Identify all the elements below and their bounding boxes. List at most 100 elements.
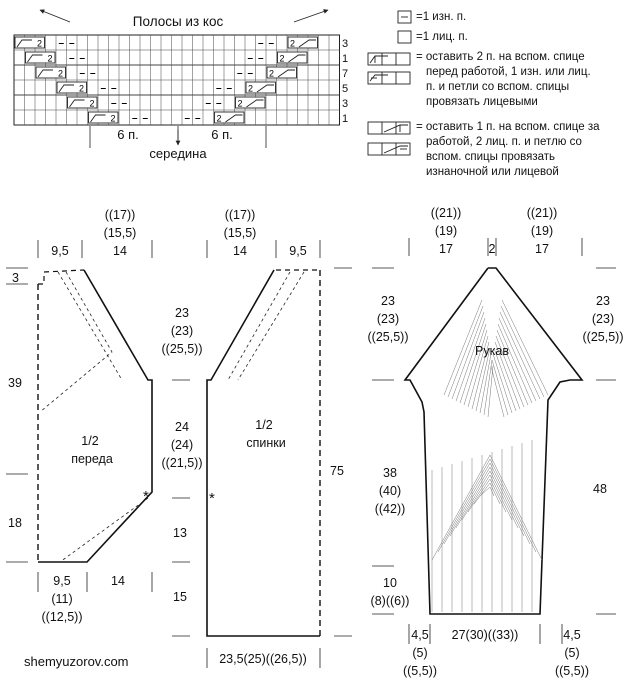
- chart-purl-symbol: –: [195, 113, 201, 124]
- back-right-75: 75: [330, 464, 344, 478]
- chart-purl-symbol: –: [248, 53, 254, 64]
- chart-cable-symbol: [235, 96, 266, 109]
- chart-purl-symbol: –: [101, 83, 107, 94]
- chart-cable-symbol: [287, 36, 318, 49]
- chart-cable-symbol: [56, 81, 87, 94]
- chart-cable-stroke: [16, 39, 32, 48]
- chart-cable-number: 2: [248, 84, 253, 94]
- legend-cable-front-2: перед работой, 1 изн. или лиц.: [426, 66, 591, 78]
- chart-cable-number: 2: [90, 99, 95, 109]
- chart-purl-symbol: –: [185, 113, 191, 124]
- front-bottom-m: 9,5: [53, 574, 71, 588]
- center-top-xl: ((25,5)): [161, 342, 203, 356]
- sleeve-top-left-xl: ((21)): [430, 206, 462, 220]
- chart-cable-symbol: [277, 51, 308, 64]
- sleeve-bottom-right-l: (5): [564, 646, 580, 660]
- center-bottom: 15: [173, 590, 187, 604]
- sleeve-left-low-m: 10: [383, 576, 397, 590]
- chart-purl-symbol: –: [269, 38, 275, 49]
- legend-cable-front-3: п. и петли со вспом. спицы: [426, 81, 570, 93]
- sleeve-top-left-m: 17: [439, 242, 453, 256]
- chart-cable-stroke: [37, 69, 53, 78]
- center-mid-m: 24: [175, 420, 189, 434]
- sleeve-bottom-right-m: 4,5: [563, 628, 581, 642]
- sleeve-left-low-rest: (8)((6)): [370, 594, 410, 608]
- back-width-l: (15,5): [223, 226, 257, 240]
- chart-purl-symbol: –: [258, 38, 264, 49]
- sleeve-top-right-l: (19): [530, 224, 554, 238]
- row-number: 3: [342, 98, 349, 110]
- chart-cable-symbol: [245, 81, 276, 94]
- chart-cable-symbol: [266, 66, 297, 79]
- front-top-left: 9,5: [51, 244, 69, 258]
- chart-purl-symbol: –: [216, 98, 222, 109]
- chart-purl-symbol: –: [227, 83, 233, 94]
- chart-cable-stroke: [90, 114, 106, 123]
- chart-arrow-right: [293, 9, 329, 23]
- back-mark: *: [209, 490, 215, 507]
- row-number: 3: [342, 38, 349, 50]
- sleeve-right-cap-xl: ((25,5)): [582, 330, 624, 344]
- chart-cable-number: 2: [238, 99, 243, 109]
- legend-symbols: [367, 10, 412, 156]
- center-mid-l: (24): [170, 438, 194, 452]
- chart-title: Полосы из кос: [132, 14, 224, 29]
- front-inner-lines: [39, 271, 149, 563]
- chart-purl-symbol: –: [237, 68, 243, 79]
- chart-cable-stroke: [288, 54, 306, 63]
- chart-cable-stroke: [277, 69, 295, 78]
- front-mark: *: [143, 488, 149, 505]
- chart-cable-stroke: [225, 114, 243, 123]
- chart-cable-symbol: [67, 96, 98, 109]
- stitch-chart: [13, 34, 340, 126]
- front-left-39: 39: [8, 376, 22, 390]
- chart-cable-stroke: [69, 99, 85, 108]
- back-top-right: 9,5: [289, 244, 307, 258]
- front-width-l: (15,5): [103, 226, 137, 240]
- chart-purl-symbol: –: [132, 113, 138, 124]
- front-outline: [37, 269, 153, 563]
- back-width-xl: ((17)): [224, 208, 256, 222]
- chart-cable-number: 2: [48, 54, 53, 64]
- sleeve-hatch: [431, 299, 549, 612]
- chart-center-label: середина: [149, 146, 207, 161]
- chart-purl-symbol: –: [59, 38, 65, 49]
- chart-cable-stroke: [246, 99, 264, 108]
- sleeve-top-right-m: 17: [535, 242, 549, 256]
- sleeve-top-right-xl: ((21)): [526, 206, 558, 220]
- sleeve-top-left-l: (19): [434, 224, 458, 238]
- center-top-m: 23: [175, 306, 189, 320]
- chart-cable-symbol: [14, 36, 45, 49]
- sleeve-left-cap-l: (23): [376, 312, 400, 326]
- sleeve-title: Рукав: [475, 344, 509, 358]
- legend-purl: =1 изн. п.: [416, 11, 467, 23]
- chart-purl-symbol: –: [248, 68, 254, 79]
- legend-cable-back-4: изнаночной или лицевой: [426, 166, 559, 178]
- site-footer: shemyuzorov.com: [24, 654, 129, 669]
- chart-cable-symbol: [88, 111, 119, 124]
- chart-purl-symbol: –: [258, 53, 264, 64]
- sleeve-left-mid-l: (40): [378, 484, 402, 498]
- chart-purl-symbol: –: [143, 113, 149, 124]
- sleeve-bottom-center: 27(30)((33)): [451, 628, 519, 642]
- front-title-2: переда: [71, 452, 113, 466]
- row-number: 1: [342, 53, 349, 65]
- legend-knit: =1 лиц. п.: [416, 31, 468, 43]
- sleeve-bottom-left-m: 4,5: [411, 628, 429, 642]
- legend-cable-back-1: = оставить 1 п. на вспом. спице за: [416, 121, 600, 133]
- chart-cable-stroke: [298, 39, 316, 48]
- legend-cable-back-2: работой, 2 лиц. п. и петлю со: [426, 136, 582, 148]
- center-top-l: (23): [170, 324, 194, 338]
- chart-cable-symbol: [25, 51, 56, 64]
- front-left-3: 3: [12, 271, 19, 285]
- sleeve-left-mid-xl: ((42)): [374, 502, 406, 516]
- chart-cable-number: 2: [79, 84, 84, 94]
- sleeve-left-cap-m: 23: [381, 294, 395, 308]
- chart-cable-number: 2: [217, 114, 222, 124]
- chart-cable-number: 2: [37, 39, 42, 49]
- chart-cable-symbol: [35, 66, 66, 79]
- chart-cable-number: 2: [111, 114, 116, 124]
- sleeve-outline: [403, 267, 584, 615]
- front-width-m: 14: [113, 244, 127, 258]
